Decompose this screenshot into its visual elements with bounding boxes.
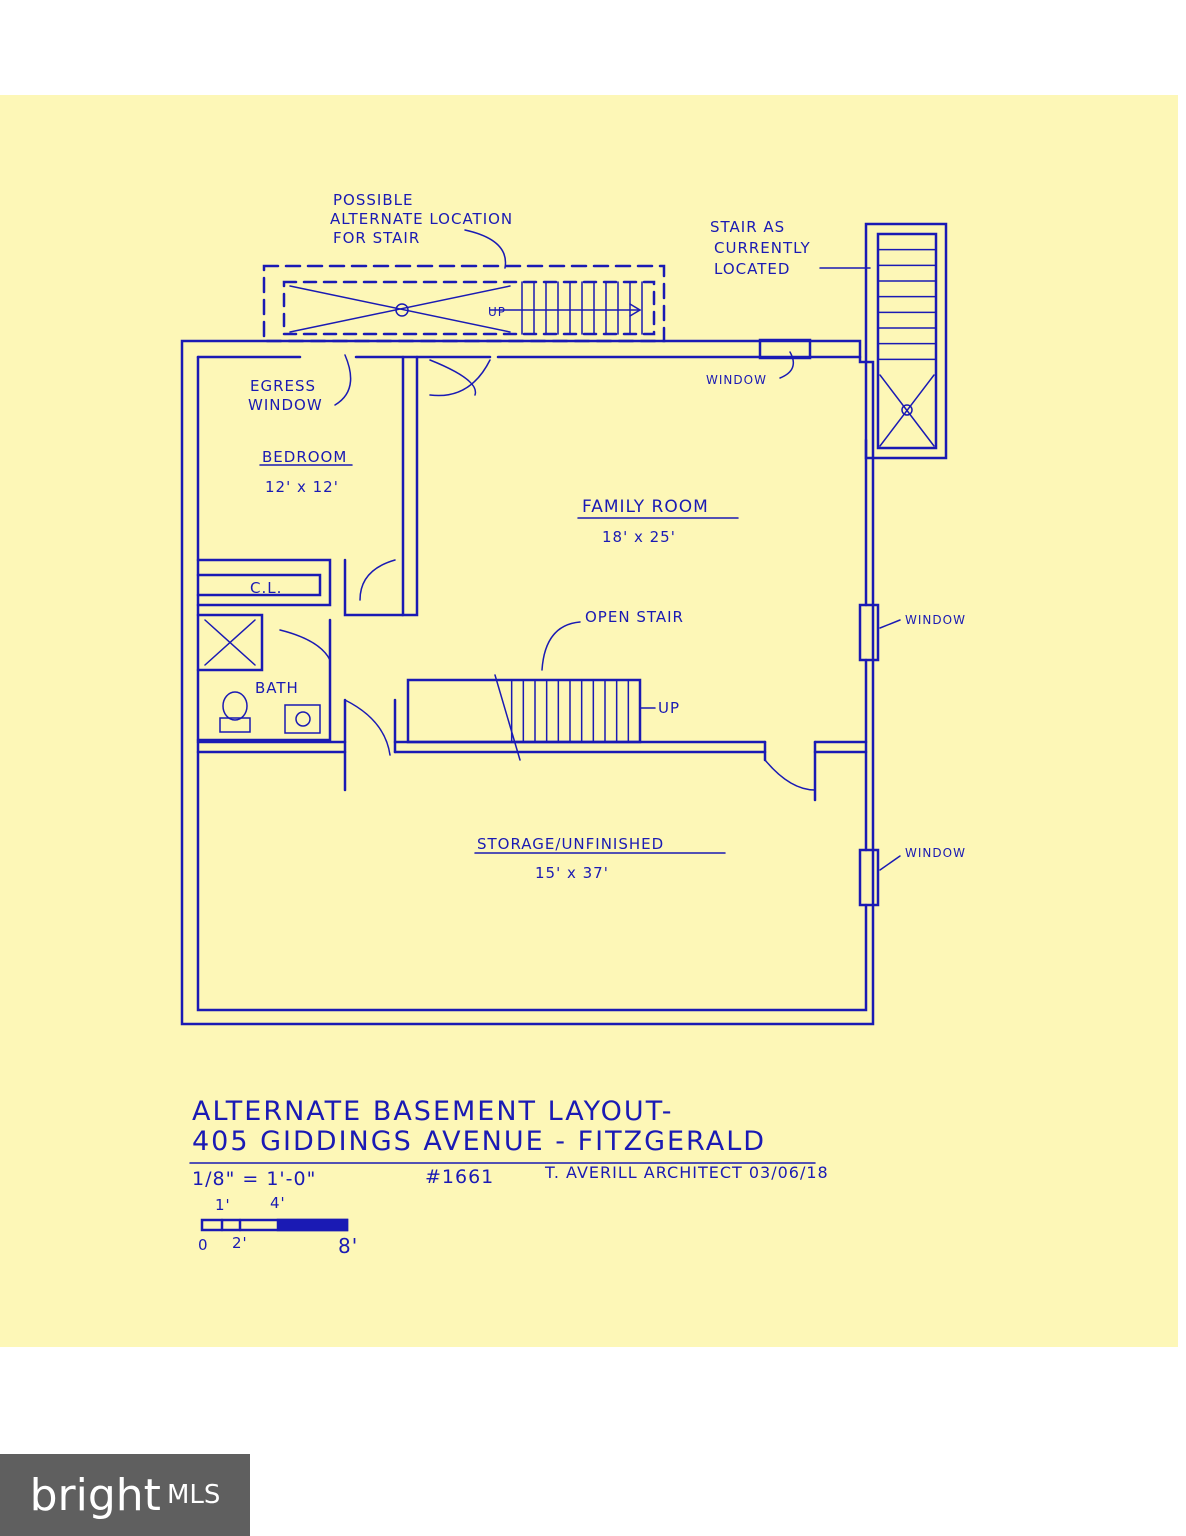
- label-for-stair: FOR STAIR: [333, 229, 420, 247]
- label-egress-window: WINDOW: [248, 396, 323, 414]
- logo-brand: bright: [29, 1469, 161, 1521]
- label-bedroom-dim: 12' x 12': [265, 478, 339, 496]
- scale-tick-8: 8': [338, 1234, 358, 1258]
- title-line-1: ALTERNATE BASEMENT LAYOUT-: [192, 1096, 673, 1127]
- label-bath: BATH: [255, 679, 299, 697]
- label-open-stair: OPEN STAIR: [585, 608, 684, 626]
- label-window-right-2: WINDOW: [905, 846, 966, 860]
- label-alt-location: ALTERNATE LOCATION: [330, 210, 513, 228]
- bright-mls-logo: bright MLS: [0, 1454, 250, 1536]
- alternate-stair-outline: [262, 264, 666, 343]
- window-right-1: [858, 603, 880, 662]
- project-number: #1661: [425, 1166, 494, 1188]
- architect-credit: T. AVERILL ARCHITECT 03/06/18: [544, 1163, 829, 1182]
- window-top: [758, 338, 812, 360]
- scale-tick-0: 0: [198, 1236, 209, 1254]
- window-right-2: [858, 848, 880, 907]
- label-window-right-1: WINDOW: [905, 613, 966, 627]
- outer-wall: [180, 339, 875, 1026]
- label-up-mid: UP: [658, 699, 680, 717]
- label-storage: STORAGE/UNFINISHED: [477, 835, 664, 853]
- title-line-2: 405 GIDDINGS AVENUE - FITZGERALD: [192, 1126, 766, 1157]
- scale-tick-1: 1': [215, 1196, 231, 1214]
- label-possible: POSSIBLE: [333, 191, 413, 209]
- label-currently: CURRENTLY: [714, 239, 811, 257]
- label-stair-as: STAIR AS: [710, 218, 785, 236]
- scale-tick-2: 2': [232, 1234, 248, 1252]
- current-stair: [864, 222, 948, 460]
- label-egress: EGRESS: [250, 377, 316, 395]
- label-located: LOCATED: [714, 260, 790, 278]
- label-up-top: UP: [488, 305, 506, 319]
- scale-tick-4: 4': [270, 1194, 286, 1212]
- label-storage-dim: 15' x 37': [535, 864, 609, 882]
- label-family-room: FAMILY ROOM: [582, 497, 709, 517]
- label-bedroom: BEDROOM: [262, 448, 347, 466]
- label-window-top: WINDOW: [706, 373, 767, 387]
- label-family-dim: 18' x 25': [602, 528, 676, 546]
- paper-sheet: [0, 95, 1178, 1347]
- scale-text: 1/8" = 1'-0": [192, 1168, 316, 1190]
- label-closet: C.L.: [250, 579, 282, 597]
- logo-mls: MLS: [166, 1480, 221, 1510]
